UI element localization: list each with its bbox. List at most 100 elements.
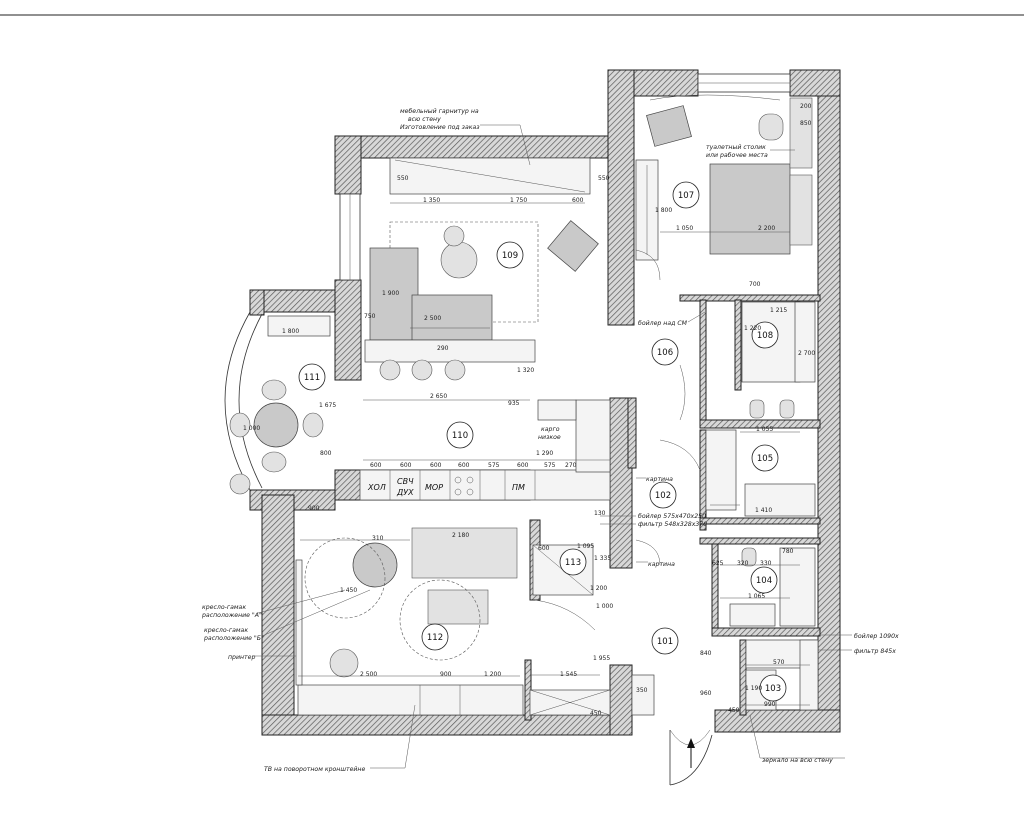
svg-text:600: 600 bbox=[517, 462, 529, 469]
note-filter-2: фильтр 845х bbox=[818, 648, 896, 655]
svg-text:200: 200 bbox=[800, 103, 812, 110]
svg-text:низкое: низкое bbox=[538, 434, 561, 441]
svg-text:1 350: 1 350 bbox=[423, 197, 440, 204]
svg-text:112: 112 bbox=[427, 633, 443, 643]
svg-text:1 800: 1 800 bbox=[655, 207, 672, 214]
svg-text:600: 600 bbox=[458, 462, 470, 469]
svg-text:600: 600 bbox=[572, 197, 584, 204]
svg-text:330: 330 bbox=[760, 560, 772, 567]
svg-text:зеркало на всю стену: зеркало на всю стену bbox=[762, 757, 833, 764]
room-label-105: 105 bbox=[751, 444, 779, 472]
svg-text:2 200: 2 200 bbox=[758, 225, 775, 232]
svg-text:102: 102 bbox=[655, 491, 671, 501]
svg-text:1 800: 1 800 bbox=[282, 328, 299, 335]
svg-text:Изготовление под заказ: Изготовление под заказ bbox=[400, 124, 480, 131]
svg-text:2 500: 2 500 bbox=[424, 315, 441, 322]
windows bbox=[224, 73, 791, 491]
svg-text:ДУХ: ДУХ bbox=[396, 488, 414, 497]
note-furniture-set: мебельный гарнитур на всю стену Изготовл… bbox=[400, 107, 531, 166]
balcony-furniture bbox=[229, 315, 331, 495]
svg-text:2 180: 2 180 bbox=[452, 532, 469, 539]
svg-text:1 215: 1 215 bbox=[770, 307, 787, 314]
svg-text:1 410: 1 410 bbox=[755, 507, 772, 514]
svg-text:1 220: 1 220 bbox=[744, 325, 761, 332]
svg-text:1 065: 1 065 bbox=[748, 593, 765, 600]
svg-text:1 675: 1 675 bbox=[319, 402, 336, 409]
exterior-walls bbox=[249, 69, 841, 736]
room-label-101: 101 bbox=[651, 627, 679, 655]
note-tv: ТВ на поворотном кронштейне bbox=[264, 704, 416, 773]
room-label-108: 108 bbox=[751, 321, 779, 349]
svg-text:109: 109 bbox=[502, 251, 518, 261]
note-hammock-b: кресло-гамак расположение "Б" bbox=[203, 589, 371, 642]
note-printer: принтер bbox=[228, 654, 296, 661]
svg-text:1 545: 1 545 bbox=[560, 671, 577, 678]
svg-text:1 200: 1 200 bbox=[590, 585, 607, 592]
svg-text:130: 130 bbox=[594, 510, 606, 517]
svg-text:или рабочее места: или рабочее места bbox=[706, 151, 768, 159]
svg-text:1 955: 1 955 bbox=[593, 655, 610, 662]
svg-text:1 750: 1 750 bbox=[510, 197, 527, 204]
svg-text:750: 750 bbox=[364, 313, 376, 320]
svg-text:бойлер над СМ: бойлер над СМ bbox=[638, 319, 688, 327]
svg-text:1 095: 1 095 bbox=[577, 543, 594, 550]
svg-text:1 000: 1 000 bbox=[596, 603, 613, 610]
svg-text:570: 570 bbox=[773, 659, 785, 666]
svg-text:780: 780 bbox=[782, 548, 794, 555]
room-label-109: 109 bbox=[496, 241, 524, 269]
svg-text:бойлер 1090х: бойлер 1090х bbox=[854, 632, 899, 640]
svg-text:600: 600 bbox=[400, 462, 412, 469]
svg-text:850: 850 bbox=[800, 120, 812, 127]
room-label-107: 107 bbox=[672, 181, 700, 209]
svg-text:320: 320 bbox=[737, 560, 749, 567]
svg-text:108: 108 bbox=[757, 331, 773, 341]
svg-text:1 050: 1 050 bbox=[676, 225, 693, 232]
svg-text:960: 960 bbox=[700, 690, 712, 697]
note-vanity: туалетный столик или рабочее места bbox=[706, 144, 795, 159]
svg-text:туалетный столик: туалетный столик bbox=[706, 144, 766, 151]
svg-text:2 700: 2 700 bbox=[798, 350, 815, 357]
note-boiler-3: бойлер 1090х bbox=[818, 632, 899, 640]
room-label-113: 113 bbox=[559, 548, 587, 576]
svg-text:990: 990 bbox=[764, 701, 776, 708]
svg-text:2 650: 2 650 bbox=[430, 393, 447, 400]
svg-text:900: 900 bbox=[308, 505, 320, 512]
svg-text:110: 110 bbox=[452, 431, 468, 441]
svg-text:2 500: 2 500 bbox=[360, 671, 377, 678]
entrance-arrow bbox=[687, 738, 695, 768]
bedroom-furniture bbox=[635, 94, 813, 261]
room-label-106: 106 bbox=[651, 338, 679, 366]
svg-text:1 335: 1 335 bbox=[594, 555, 611, 562]
svg-text:МОР: МОР bbox=[425, 483, 443, 492]
svg-text:расположение "А": расположение "А" bbox=[201, 612, 262, 619]
office-furniture bbox=[295, 527, 524, 716]
svg-text:1 190: 1 190 bbox=[745, 685, 762, 692]
note-cargo: карго низкое bbox=[538, 426, 561, 441]
svg-text:СВЧ: СВЧ bbox=[397, 477, 414, 486]
svg-text:900: 900 bbox=[440, 671, 452, 678]
svg-text:бойлер 575x470x250: бойлер 575x470x250 bbox=[638, 512, 706, 520]
svg-text:350: 350 bbox=[636, 687, 648, 694]
svg-text:104: 104 bbox=[756, 576, 772, 586]
note-boiler-filter: бойлер 575x470x250 фильтр 548x328x370 bbox=[600, 512, 707, 528]
note-painting-1: картина bbox=[636, 476, 673, 483]
room-label-102: 102 bbox=[649, 481, 677, 509]
svg-text:550: 550 bbox=[397, 175, 409, 182]
svg-text:310: 310 bbox=[372, 535, 384, 542]
kitchen-appliance-labels: ХОЛ СВЧ ДУХ МОР ПМ bbox=[367, 477, 525, 497]
svg-text:935: 935 bbox=[508, 400, 520, 407]
svg-text:111: 111 bbox=[304, 373, 320, 383]
svg-text:1 290: 1 290 bbox=[536, 450, 553, 457]
svg-text:103: 103 bbox=[765, 684, 781, 694]
svg-text:картина: картина bbox=[646, 476, 673, 483]
room-label-110: 110 bbox=[446, 421, 474, 449]
note-mirror: зеркало на всю стену bbox=[749, 714, 845, 764]
svg-text:ХОЛ: ХОЛ bbox=[367, 483, 386, 492]
svg-text:1 900: 1 900 bbox=[382, 290, 399, 297]
svg-text:800: 800 bbox=[320, 450, 332, 457]
svg-text:фильтр 548x328x370: фильтр 548x328x370 bbox=[638, 521, 707, 528]
svg-text:всю стену: всю стену bbox=[408, 116, 441, 123]
svg-text:ПМ: ПМ bbox=[512, 483, 525, 492]
svg-text:ТВ на поворотном кронштейне: ТВ на поворотном кронштейне bbox=[264, 766, 365, 773]
